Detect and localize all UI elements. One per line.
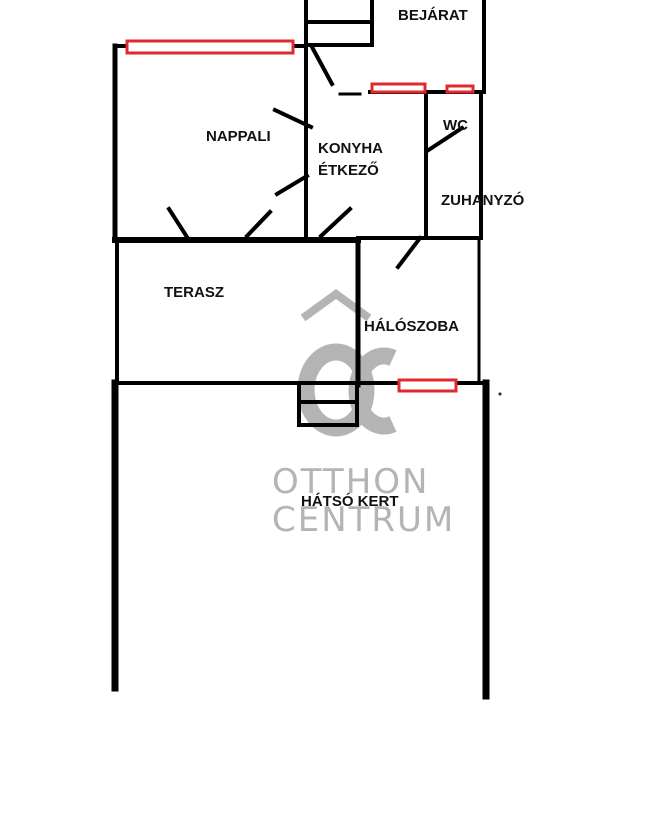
room-label-etkezo: ÉTKEZŐ — [318, 162, 379, 179]
room-label-bejarat: BEJÁRAT — [398, 7, 468, 24]
windows — [125, 39, 475, 393]
room-label-zuhanyzo: ZUHANYZÓ — [441, 192, 525, 209]
room-label-terasz: TERASZ — [164, 284, 224, 301]
room-label-haloszoba: HÁLÓSZOBA — [364, 318, 459, 335]
room-label-hatso-kert: HÁTSÓ KERT — [301, 493, 399, 510]
room-label-nappali: NAPPALI — [206, 128, 271, 145]
walls — [111, 0, 502, 700]
oc-house-logo-icon — [297, 289, 397, 437]
room-label-wc: WC — [443, 117, 468, 134]
watermark-line-2: CENTRUM — [272, 500, 456, 540]
watermark-line-1: OTTHON — [272, 462, 430, 502]
room-label-konyha: KONYHA — [318, 140, 384, 157]
